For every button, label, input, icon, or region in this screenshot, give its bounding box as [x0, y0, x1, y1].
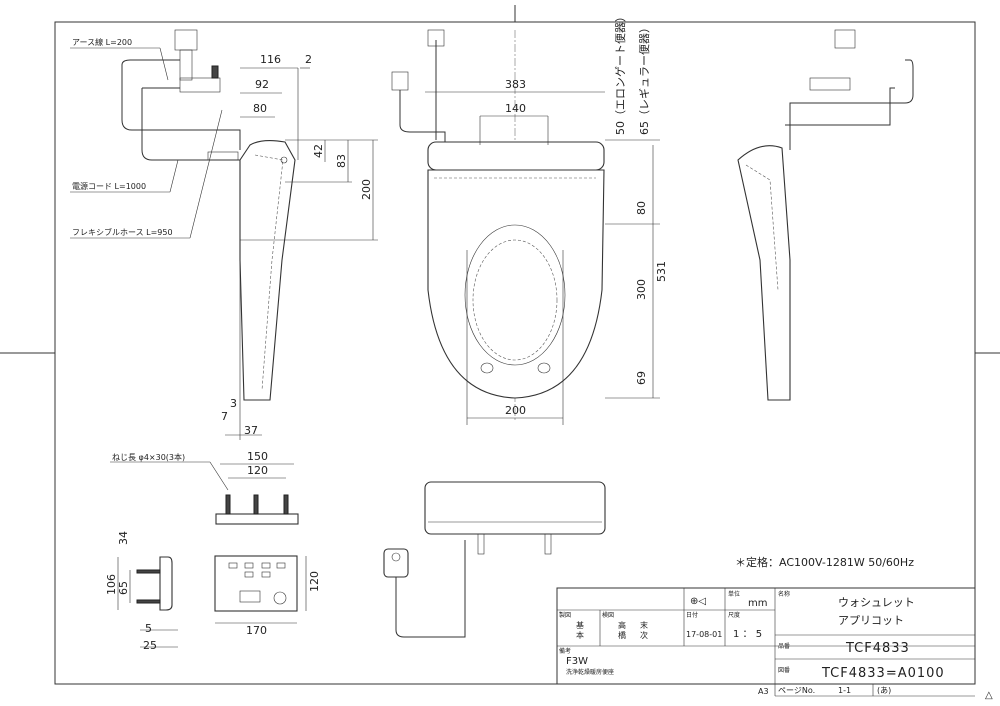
unit-value: mm	[748, 598, 767, 609]
page-label: ページNo.	[778, 686, 815, 695]
date-label: 日付	[686, 611, 698, 619]
page-number: 1-1	[838, 686, 851, 695]
dim-80-top: 80	[635, 201, 648, 215]
dim-2: 2	[305, 53, 312, 66]
product-label: 品番	[778, 643, 790, 650]
drafted-name: 本	[576, 630, 584, 640]
dim-200: 200	[360, 179, 373, 200]
top-view: 383 140 50（エロンゲート便器） 65（レギュラー便器） 80 531 …	[391, 11, 668, 425]
dim-80: 80	[253, 102, 267, 115]
dim-140: 140	[505, 102, 526, 115]
checked-name: 橋	[618, 630, 626, 640]
dim-531: 531	[655, 261, 668, 282]
dim-92: 92	[255, 78, 269, 91]
regular-label: 65（レギュラー便器）	[638, 22, 651, 135]
dim-300: 300	[635, 279, 648, 300]
dim-170: 170	[246, 624, 267, 637]
revision: (あ)	[877, 686, 891, 695]
power-cord-label: 電源コード L=1000	[72, 182, 146, 191]
projection-symbol-icon: ⊕◁	[690, 596, 706, 607]
drawing-label: 図番	[778, 667, 790, 674]
checked-label: 検図	[602, 611, 614, 619]
front-view: ＊定格：AC100V-1281W 50/60Hz	[383, 481, 914, 638]
svg-text:△: △	[985, 690, 993, 701]
drafted-label: 製図	[559, 611, 571, 619]
wall-plate-view: ねじ長 φ4×30(3本) 150 120	[110, 450, 299, 525]
dim-42: 42	[312, 144, 325, 158]
name-label: 名称	[778, 590, 790, 598]
dim-25: 25	[143, 639, 157, 652]
remarks-model: F3W	[566, 656, 588, 667]
sheet-size: A3	[758, 687, 769, 696]
dim-69: 69	[635, 371, 648, 385]
side-view-right	[737, 29, 914, 401]
dim-34: 34	[117, 531, 130, 545]
rating-label: ＊定格：AC100V-1281W 50/60Hz	[735, 555, 914, 569]
remarks-desc: 洗浄乾燥暖房便座	[566, 668, 614, 676]
side-view-left: 116 2 92 80 42 83 200 3 7 37 アース線 L=200 …	[70, 29, 378, 440]
product-number: TCF4833	[845, 641, 910, 656]
dim-116: 116	[260, 53, 281, 66]
scale-value: 1 ： 5	[733, 629, 762, 640]
remote-views: 106 65 34 5 25 170 120	[105, 531, 321, 652]
dim-150: 150	[247, 450, 268, 463]
dim-200-top: 200	[505, 404, 526, 417]
scale-label: 尺度	[728, 611, 740, 619]
dim-383: 383	[505, 78, 526, 91]
date-value: 17-08-01	[686, 630, 722, 639]
elongated-label: 50（エロンゲート便器）	[614, 11, 627, 135]
screw-label: ねじ長 φ4×30(3本)	[112, 452, 185, 462]
product-name-2: アプリコット	[838, 614, 904, 627]
product-name-1: ウォシュレット	[838, 596, 915, 609]
unit-label: 単位	[728, 590, 740, 598]
dim-120-plate: 120	[247, 464, 268, 477]
title-block: ⊕◁ 単位 mm 製図 基 本 検図 高 橋 末 次 日付 17-08-01 尺…	[556, 587, 976, 697]
dim-65: 65	[117, 581, 130, 595]
flex-hose-label: フレキシブルホース L=950	[72, 227, 173, 237]
dim-83: 83	[335, 154, 348, 168]
drafted-name: 基	[576, 620, 584, 630]
dim-5: 5	[145, 622, 152, 635]
drawing-number: TCF4833=A0100	[821, 666, 945, 681]
checked-name: 末	[640, 620, 648, 630]
dim-37: 37	[244, 424, 258, 437]
checked-name: 高	[618, 620, 626, 630]
earth-wire-label: アース線 L=200	[72, 37, 132, 47]
dim-3: 3	[230, 397, 237, 410]
remarks-label: 備考	[559, 647, 571, 655]
checked-name: 次	[640, 630, 648, 640]
dim-7: 7	[221, 410, 228, 423]
dim-106: 106	[105, 574, 118, 595]
dim-120-remote: 120	[308, 571, 321, 592]
